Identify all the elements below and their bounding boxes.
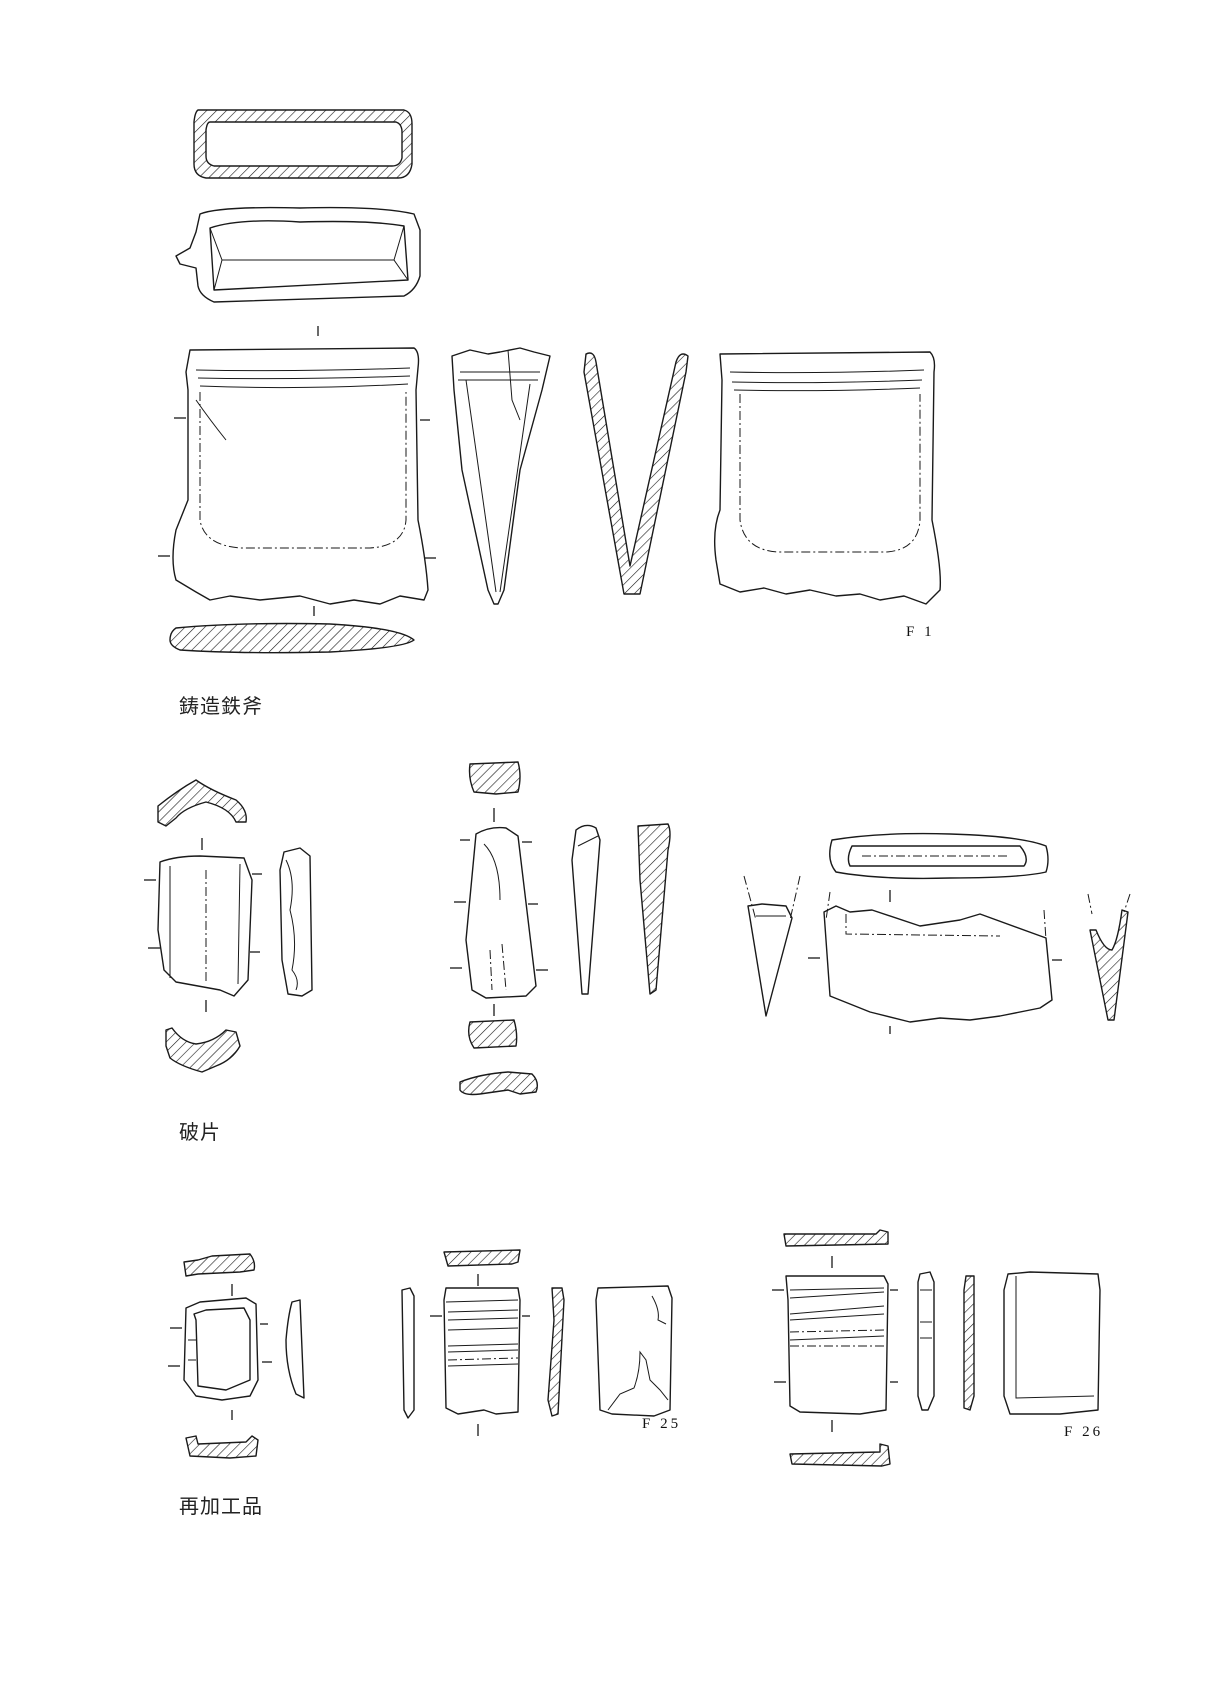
figure-label-f26: F 26 bbox=[1064, 1424, 1104, 1440]
f26-front-view bbox=[786, 1276, 888, 1414]
fragment-c-top-view bbox=[830, 834, 1048, 879]
f25-left-edge-view bbox=[402, 1288, 414, 1418]
fragment-b-top-section bbox=[470, 762, 521, 794]
fragment-b-bottom-section-2 bbox=[460, 1072, 537, 1095]
section-label-reworked-items: 再加工品 bbox=[179, 1494, 263, 1518]
f26-bottom-section bbox=[790, 1444, 890, 1466]
fragment-b-bottom-section bbox=[469, 1020, 517, 1048]
f26-section bbox=[964, 1276, 974, 1410]
figure-label-f25: F 25 bbox=[642, 1416, 682, 1432]
f26-group bbox=[772, 1230, 1100, 1466]
fragment-c-left-section-outline bbox=[748, 904, 792, 1016]
fragment-a-bottom-section bbox=[166, 1028, 240, 1072]
f1-drawing-group bbox=[158, 110, 940, 653]
f25-top-section bbox=[444, 1250, 520, 1266]
fragment-b-side-view bbox=[572, 825, 600, 994]
fragment-a-group bbox=[144, 780, 312, 1072]
f1-top-view bbox=[176, 208, 420, 302]
reworked-a-top-section bbox=[184, 1254, 255, 1276]
f26-side-view bbox=[918, 1272, 934, 1410]
f25-front-view bbox=[444, 1288, 520, 1414]
f26-back-view bbox=[1004, 1272, 1100, 1414]
f25-group bbox=[402, 1250, 672, 1436]
f1-longitudinal-section bbox=[584, 353, 688, 594]
fragment-c-left-guide bbox=[744, 876, 756, 920]
f25-back-view bbox=[596, 1286, 672, 1416]
reworked-a-bottom-section bbox=[186, 1436, 258, 1458]
fragment-b-group bbox=[450, 762, 670, 1095]
section-label-fragments: 破片 bbox=[179, 1120, 221, 1144]
figure-label-f1: F 1 bbox=[906, 624, 935, 640]
fragment-c-right-section bbox=[1090, 910, 1128, 1020]
f1-side-view bbox=[452, 348, 550, 604]
f26-top-section bbox=[784, 1230, 888, 1246]
reworked-a-front-view bbox=[184, 1298, 258, 1400]
f1-socket-section bbox=[194, 110, 412, 178]
reworked-a-group bbox=[168, 1254, 304, 1458]
f1-front-view bbox=[173, 348, 428, 604]
fragment-c-front-view bbox=[824, 906, 1052, 1022]
fragment-b-section bbox=[638, 824, 670, 994]
f1-back-view bbox=[715, 352, 941, 604]
f25-section bbox=[548, 1288, 564, 1416]
fragment-c-group bbox=[744, 834, 1130, 1034]
section-label-cast-iron-axe: 鋳造鉄斧 bbox=[179, 694, 263, 718]
fragment-a-side-view bbox=[280, 848, 312, 996]
fragment-b-front-view bbox=[466, 828, 536, 998]
reworked-a-side-view bbox=[286, 1300, 304, 1398]
f1-blade-section bbox=[170, 624, 414, 653]
fragment-a-top-section bbox=[158, 780, 246, 826]
fragment-a-front-view bbox=[158, 856, 252, 996]
